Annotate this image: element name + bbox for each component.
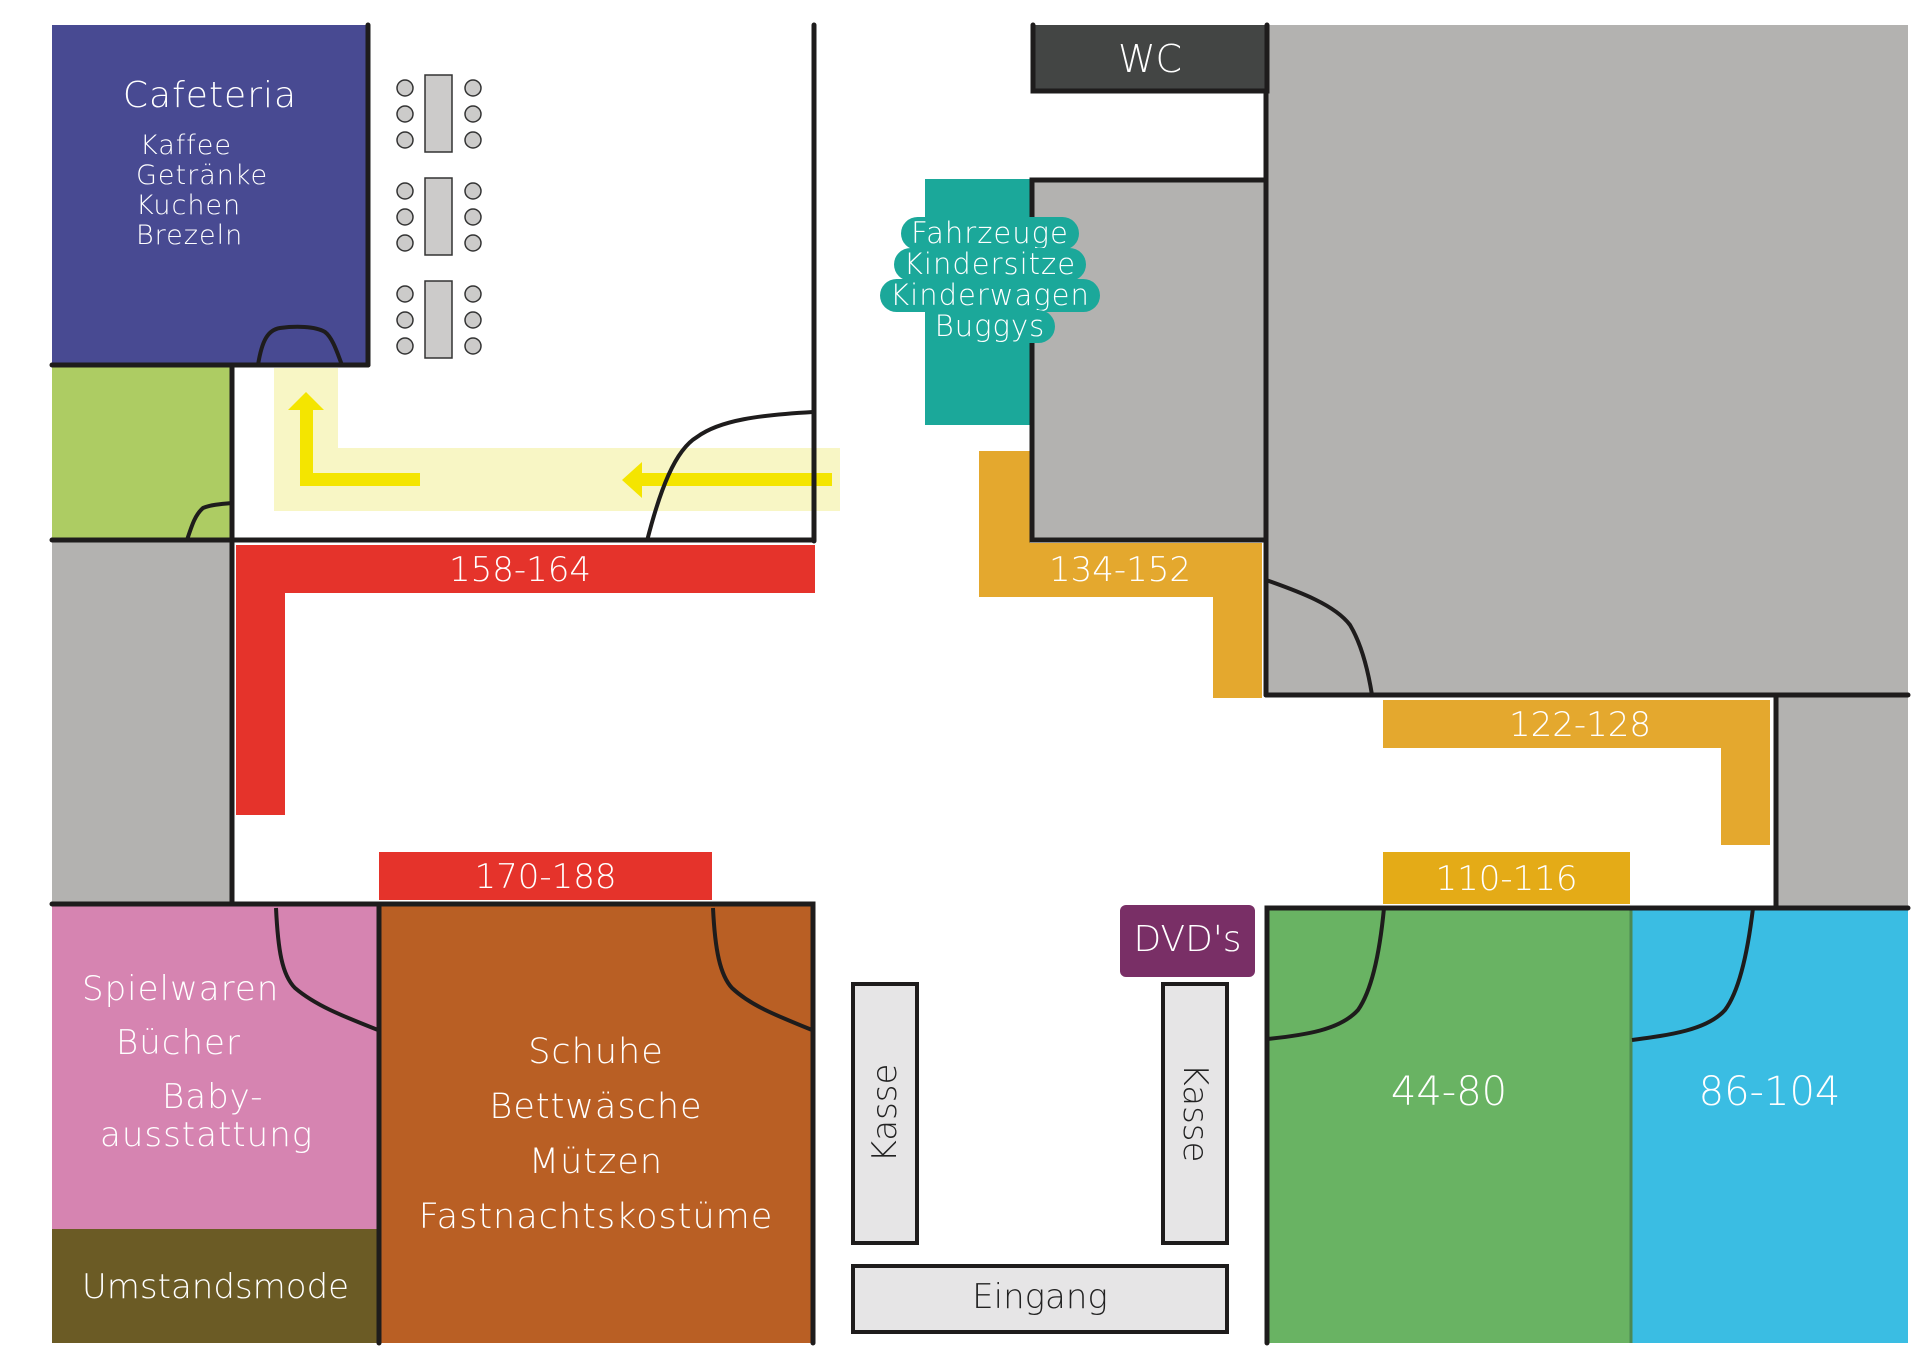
cafeteria-table: [424, 177, 453, 256]
shoes-item: Bettwäsche: [489, 1087, 703, 1127]
lime-room[interactable]: [52, 365, 232, 540]
storage-room-right: [1776, 695, 1908, 908]
cafeteria-chair: [464, 208, 482, 226]
sizes-86-104-label: 86-104: [1698, 1069, 1841, 1115]
entrance-label: Eingang: [972, 1277, 1108, 1317]
sizes-44-80-room[interactable]: [1267, 908, 1631, 1343]
cafeteria-chair: [464, 79, 482, 97]
sizes-86-104-room[interactable]: [1631, 908, 1908, 1343]
dvds-label: DVD's: [1133, 919, 1242, 960]
route-arrows: [288, 392, 832, 498]
arrow-left-icon: [622, 462, 832, 498]
toys-item: Spielwaren: [82, 969, 280, 1009]
cafeteria-chair: [396, 131, 414, 149]
cafeteria-chair: [464, 285, 482, 303]
wall-wc: [1030, 22, 1270, 94]
maternity-room[interactable]: [52, 1229, 379, 1343]
cafeteria-item: Kaffee: [140, 130, 233, 161]
maternity-label: Umstandsmode: [81, 1267, 350, 1307]
shoes-item: Fastnachtskostüme: [418, 1197, 774, 1237]
cafeteria-chair: [396, 208, 414, 226]
vehicles-item: Buggys: [924, 310, 1056, 343]
sizes-44-80-label: 44-80: [1390, 1069, 1508, 1115]
cafeteria-item: Brezeln: [136, 220, 244, 251]
door-green: [1267, 907, 1386, 1041]
cafeteria-chair: [464, 105, 482, 123]
rack-label-110-116: 110-116: [1435, 859, 1578, 899]
door-hall: [645, 410, 814, 542]
door-pink: [274, 907, 379, 1032]
shoes-item: Mützen: [528, 1142, 664, 1182]
cafeteria-chair: [396, 234, 414, 252]
toys-item: Baby-: [162, 1077, 264, 1117]
door-blue: [1631, 907, 1755, 1042]
door-brown: [711, 907, 813, 1032]
storage-room-large: [1267, 25, 1908, 695]
cafeteria-chair: [464, 311, 482, 329]
toys-labels: Spielwaren Bücher Baby- ausstattung: [82, 972, 313, 1152]
cafeteria-room[interactable]: [52, 25, 368, 365]
cafeteria-item: Kuchen: [136, 190, 242, 221]
cafeteria-table: [424, 74, 453, 153]
entrance-mat[interactable]: [851, 1264, 1229, 1334]
rack-122-128-shape[interactable]: [1383, 700, 1770, 845]
door-cafeteria: [256, 324, 344, 366]
cafeteria-label-group: Cafeteria: [52, 78, 368, 114]
cafeteria-items: Kaffee Getränke Kuchen Brezeln: [136, 132, 268, 249]
toys-item: ausstattung: [100, 1115, 314, 1155]
shoes-item: Schuhe: [528, 1032, 664, 1072]
cafeteria-chair: [396, 311, 414, 329]
checkout-label-left: Kasse: [865, 1063, 905, 1163]
vehicles-item: Fahrzeuge: [901, 217, 1079, 250]
cafeteria-item: Getränke: [136, 160, 269, 191]
vehicles-labels: Fahrzeuge Kindersitze Kinderwagen Buggys: [880, 217, 1100, 343]
toys-item: Bücher: [116, 1023, 241, 1063]
cafeteria-chair: [464, 234, 482, 252]
cafeteria-chair: [396, 337, 414, 355]
rack-label-158-164: 158-164: [448, 550, 592, 590]
wc-label: WC: [1117, 37, 1183, 81]
wc-room[interactable]: [1033, 25, 1267, 91]
route-highlight: [274, 368, 840, 511]
cafeteria-chair: [396, 285, 414, 303]
arrow-up-icon: [288, 392, 420, 486]
rack-158-164-shape[interactable]: [236, 545, 815, 815]
cafeteria-chair: [464, 337, 482, 355]
vehicles-item: Kinderwagen: [880, 279, 1100, 312]
cafeteria-chair: [464, 131, 482, 149]
cafeteria-chair: [396, 182, 414, 200]
shoes-room[interactable]: [379, 904, 813, 1343]
door-big-storage: [1265, 578, 1374, 696]
cafeteria-chair: [396, 79, 414, 97]
walls: [49, 22, 1911, 1346]
cafeteria-table: [424, 280, 453, 359]
rack-label-122-128: 122-128: [1508, 705, 1652, 745]
checkout-label-right: Kasse: [1175, 1063, 1215, 1163]
checkout-counter-left[interactable]: [851, 982, 919, 1245]
checkout-counter-right[interactable]: [1161, 982, 1229, 1245]
rack-170-188-shape[interactable]: [379, 852, 712, 900]
toys-room[interactable]: [52, 904, 379, 1229]
doors: [185, 324, 1755, 1042]
door-lime: [185, 501, 233, 541]
cafeteria-chair: [464, 182, 482, 200]
cafeteria-chair: [396, 105, 414, 123]
vehicles-item: Kindersitze: [893, 248, 1087, 281]
cafeteria-seating: [396, 74, 482, 359]
rack-110-116-shape[interactable]: [1383, 852, 1630, 904]
wall-bottom-left: [49, 901, 816, 1346]
rack-label-170-188: 170-188: [474, 857, 617, 897]
rack-label-134-152: 134-152: [1048, 550, 1192, 590]
storage-room-left: [52, 540, 232, 904]
dvds-shelf[interactable]: [1120, 905, 1255, 977]
rack-134-152-shape[interactable]: [979, 451, 1262, 698]
wall-bottom-right: [1264, 905, 1911, 1346]
shoes-labels: Schuhe Bettwäsche Mützen Fastnachtskostü…: [379, 1035, 813, 1235]
cafeteria-title: Cafeteria: [122, 75, 298, 116]
